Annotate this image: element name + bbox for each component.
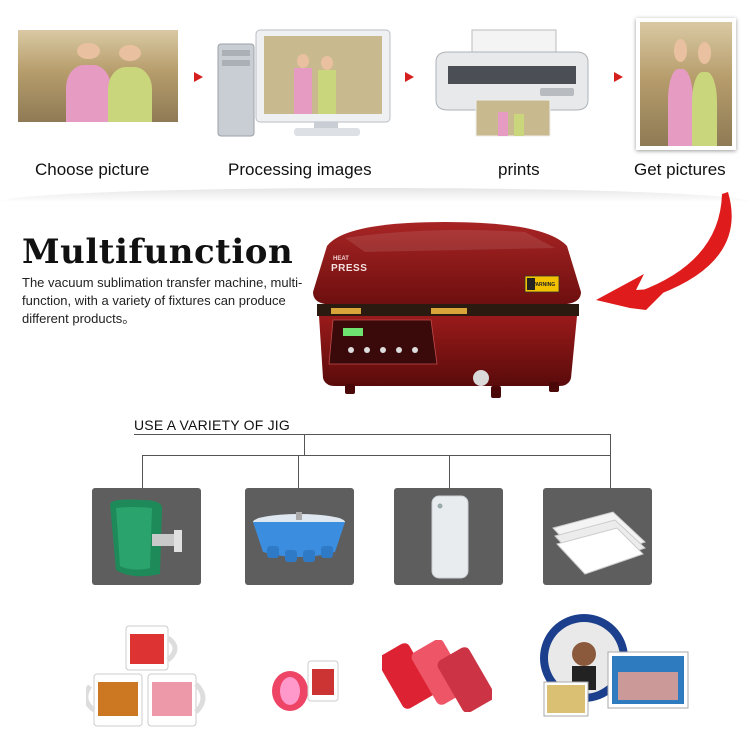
- step-printer-image: [428, 26, 596, 138]
- bowl-jig-image: [245, 488, 354, 585]
- plate-jig-image: [543, 488, 652, 585]
- step-processing-image: [216, 28, 392, 140]
- step-label-processing-images: Processing images: [228, 160, 372, 179]
- step-label-get-pictures: Get pictures: [634, 160, 726, 179]
- machine-warning-label: WARNING: [531, 282, 556, 288]
- arrow-right-icon: [194, 72, 203, 82]
- step-label-choose-picture: Choose picture: [35, 160, 150, 179]
- mug-jig-image: [92, 488, 201, 585]
- tree-line-drop-3: [449, 455, 450, 488]
- machine-brand-small: HEAT: [333, 256, 349, 262]
- plates-and-frames-product-image: [538, 612, 694, 720]
- cups-product-image: [262, 655, 344, 715]
- phone-case-jig-image: [394, 488, 503, 585]
- tree-line-right: [610, 434, 611, 488]
- step-label-prints: prints: [498, 160, 540, 179]
- phone-cases-product-image: [382, 640, 492, 712]
- step-choose-picture-image: [18, 30, 178, 122]
- tree-line-drop-1: [142, 455, 143, 488]
- curved-red-arrow-icon: [590, 186, 750, 326]
- tree-line-drop-2: [298, 455, 299, 488]
- tree-line-center: [304, 434, 305, 455]
- tree-line-top: [134, 434, 304, 435]
- heat-press-machine-image: HEAT PRESS WARNING: [305, 218, 590, 403]
- tree-line-horizontal: [142, 455, 610, 456]
- machine-brand: PRESS: [331, 263, 368, 274]
- multifunction-title: Multifunction: [22, 232, 294, 272]
- step-get-pictures-image: [636, 18, 736, 150]
- arrow-right-icon: [405, 72, 414, 82]
- section-divider: [0, 188, 750, 202]
- arrow-right-icon: [614, 72, 623, 82]
- mugs-product-image: [86, 622, 214, 732]
- tree-line-main: [304, 434, 611, 435]
- multifunction-description: The vacuum sublimation transfer machine,…: [22, 275, 303, 326]
- jig-section-title: USE A VARIETY OF JIG: [134, 417, 290, 433]
